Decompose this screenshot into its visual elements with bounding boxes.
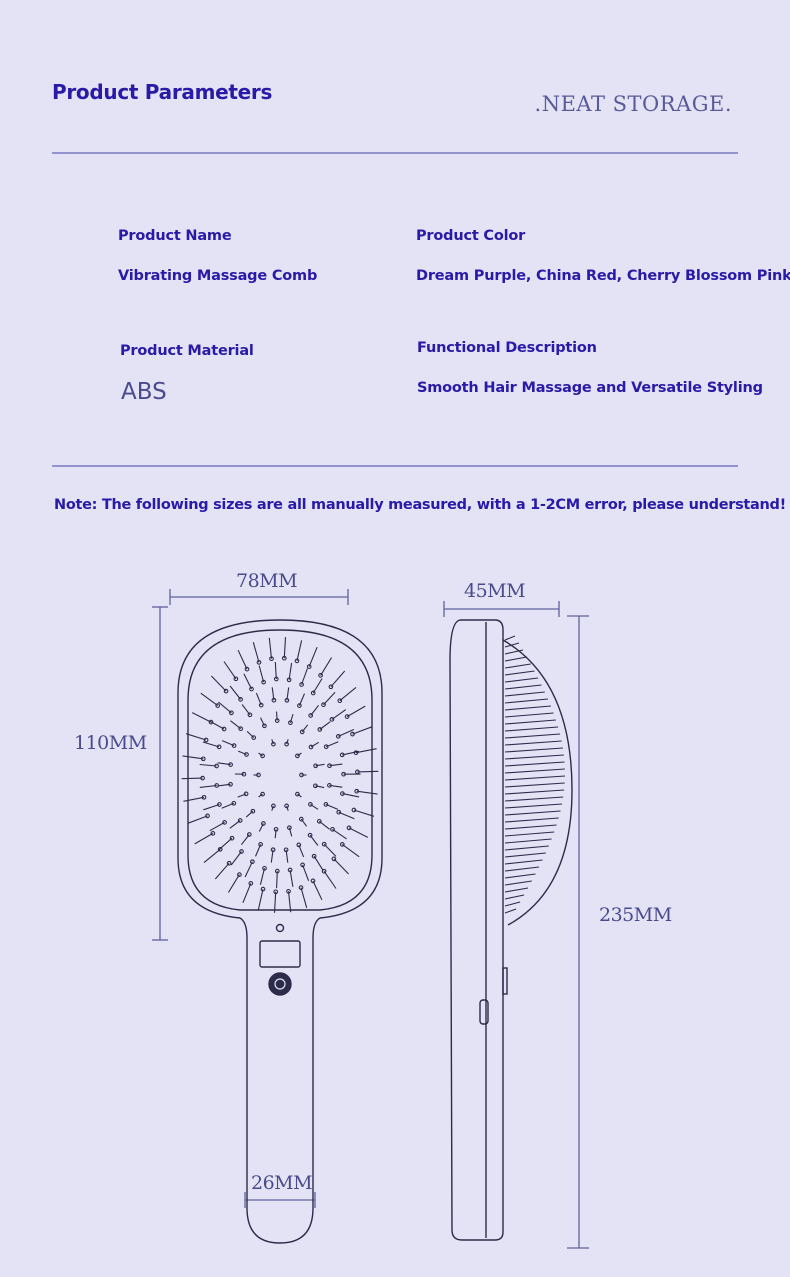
comb-side-outline (449, 619, 504, 1241)
total-length-label: 235MM (599, 904, 672, 926)
dimension-lines (152, 589, 589, 1249)
comb-bristles (181, 637, 379, 913)
comb-front-view (177, 619, 383, 1244)
product-color-label: Product Color (416, 228, 526, 244)
comb-pad-outline (187, 629, 373, 911)
brand-logo-text: .NEAT STORAGE. (534, 92, 732, 116)
product-material-label: Product Material (120, 343, 254, 359)
product-name-label: Product Name (118, 228, 232, 244)
comb-front-outline (177, 619, 383, 1244)
product-color-value: Dream Purple, China Red, Cherry Blossom … (416, 268, 790, 284)
product-name-value: Vibrating Massage Comb (118, 268, 318, 284)
side-bristles (504, 635, 566, 914)
functional-description-label: Functional Description (417, 340, 597, 356)
head-width-label: 78MM (236, 570, 298, 592)
comb-side-view (449, 619, 573, 1241)
measurement-note: Note: The following sizes are all manual… (54, 497, 786, 513)
top-divider (52, 152, 738, 154)
thickness-label: 45MM (464, 580, 526, 602)
page-title: Product Parameters (52, 80, 273, 104)
handle-width-label: 26MM (251, 1172, 313, 1194)
power-button-icon (268, 972, 292, 996)
product-material-value: ABS (121, 379, 167, 405)
middle-divider (52, 465, 738, 467)
functional-description-value: Smooth Hair Massage and Versatile Stylin… (417, 380, 763, 396)
head-height-label: 110MM (74, 732, 147, 754)
